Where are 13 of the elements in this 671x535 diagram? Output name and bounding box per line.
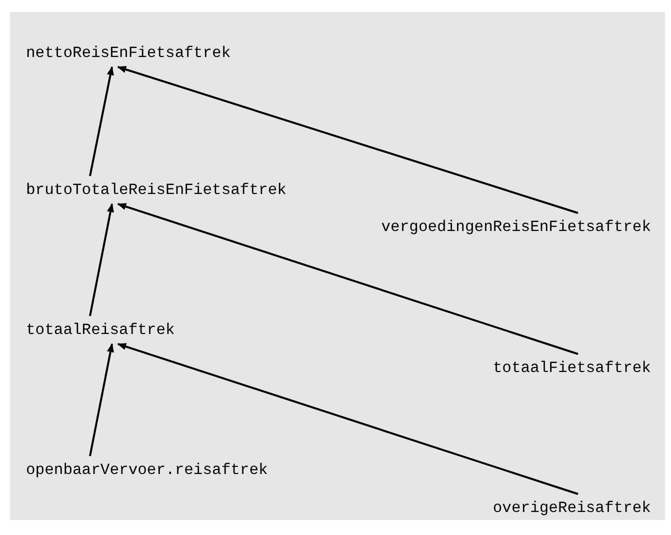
variable-name: brutoTotaleReisEnFietsaftrek — [26, 176, 286, 204]
variable-name: openbaarVervoer.reisaftrek — [26, 456, 268, 484]
arrow — [117, 66, 578, 214]
variable-name: totaalReisaftrek — [26, 316, 175, 344]
variable-name: totaalFietsaftrek — [492, 354, 651, 382]
arrow — [89, 203, 114, 316]
arrow — [89, 343, 114, 456]
arrow — [117, 343, 578, 495]
arrow — [117, 203, 578, 355]
variable-name: nettoReisEnFietsaftrek — [26, 39, 231, 67]
arrow — [89, 66, 114, 176]
variable-name: vergoedingenReisEnFietsaftrek — [381, 213, 651, 241]
variable-name: overigeReisaftrek — [492, 494, 651, 522]
